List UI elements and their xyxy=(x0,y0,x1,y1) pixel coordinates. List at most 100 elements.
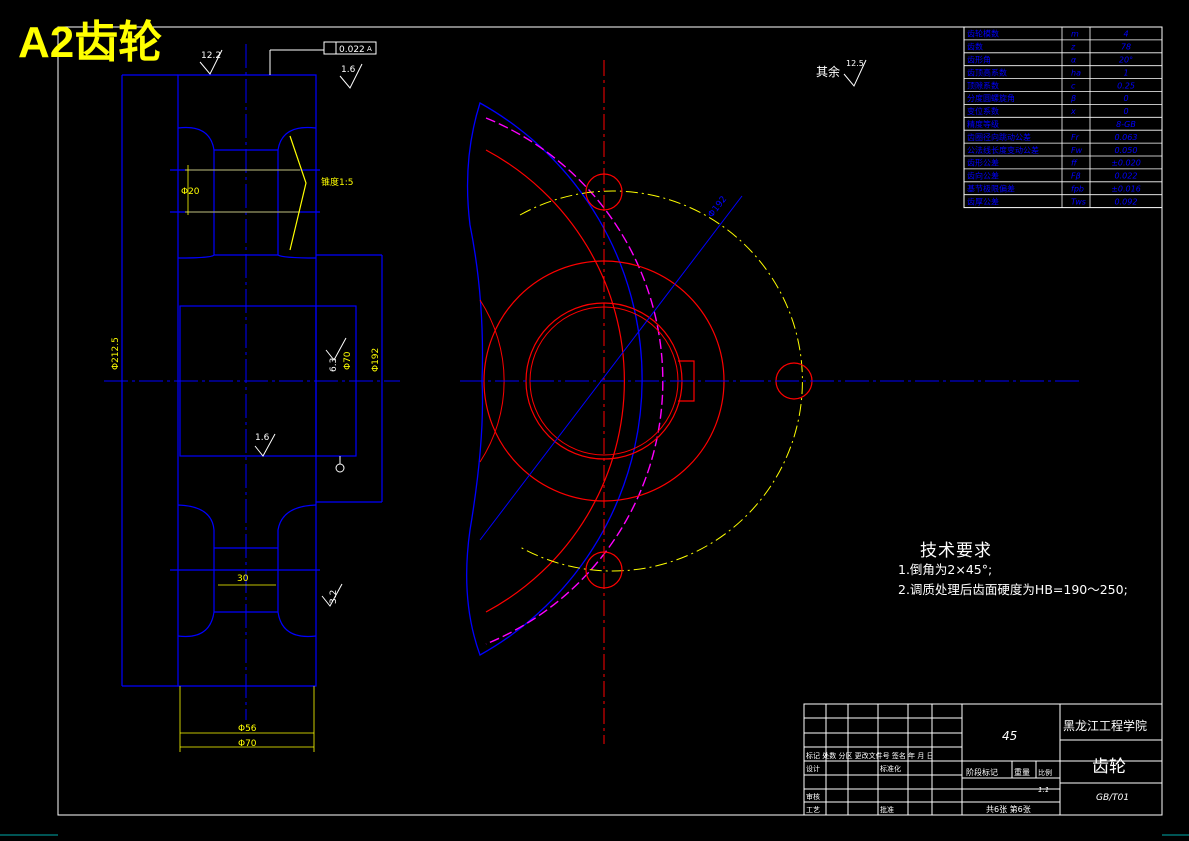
drawing-frame xyxy=(57,26,1163,816)
scale-label: 比例 xyxy=(1038,768,1052,777)
addendum-circle xyxy=(485,117,664,645)
param-name: 齿顶高系数 xyxy=(967,67,1007,77)
param-name: 齿数 xyxy=(967,42,983,52)
title-block-frame xyxy=(803,703,1163,816)
param-name: 精度等级 xyxy=(967,119,999,129)
material-label: 45 xyxy=(1002,729,1017,743)
param-name: 公法线长度变动公差 xyxy=(967,145,1039,155)
param-symbol: m xyxy=(1071,30,1079,39)
pitch-circle xyxy=(519,190,803,572)
hub-dia-label: Φ20 xyxy=(181,187,200,197)
param-symbol: β xyxy=(1070,94,1076,103)
param-name: 变位系数 xyxy=(967,106,999,116)
scale-value: 1:1 xyxy=(1038,786,1049,794)
param-name: 齿厚公差 xyxy=(967,196,999,206)
param-symbol: ha xyxy=(1071,68,1081,77)
param-symbol: fpb xyxy=(1071,184,1084,193)
tech-requirement-2: 2.调质处理后齿面硬度为HB=190～250; xyxy=(898,582,1128,597)
front-view xyxy=(460,60,1082,744)
param-value: 0.063 xyxy=(1115,133,1138,142)
standardization-label: 标准化 xyxy=(880,764,901,773)
gear-outline xyxy=(466,102,643,656)
param-value: 0.050 xyxy=(1115,146,1138,155)
param-symbol: z xyxy=(1070,43,1076,52)
param-symbol: ff xyxy=(1071,159,1078,168)
craft-label: 工艺 xyxy=(806,806,820,814)
sheet-title: A2齿轮 xyxy=(18,18,163,67)
upper-web-left xyxy=(177,126,215,259)
param-value: 78 xyxy=(1121,43,1131,52)
tolerance-value: 0.022 xyxy=(339,45,365,55)
param-name: 齿向公差 xyxy=(967,171,999,181)
web-width-label: 30 xyxy=(237,574,249,584)
param-name: 分度圆螺旋角 xyxy=(967,93,1015,103)
key-dia-label: Φ192 xyxy=(371,348,381,372)
lower-web-left xyxy=(177,504,215,638)
tech-requirement-1: 1.倒角为2×45°; xyxy=(898,562,993,577)
tech-requirements-heading: 技术要求 xyxy=(920,541,992,561)
roughness-icon xyxy=(325,337,347,361)
param-name: 齿形角 xyxy=(967,54,991,64)
taper-label: 锥度1:5 xyxy=(321,176,354,188)
review-label: 审核 xyxy=(806,792,820,801)
param-value: 0 xyxy=(1123,107,1128,116)
rest-roughness-value: 12.5 xyxy=(846,59,864,68)
section-text: 12.2 0.022 A 1.6 锥度1:5 Φ20 1.6 30 Φ56 Φ7… xyxy=(111,45,381,749)
roughness-icon xyxy=(339,63,363,89)
param-value: 0 xyxy=(1123,94,1128,103)
lower-web-right xyxy=(277,504,317,638)
tolerance-datum: A xyxy=(367,45,372,53)
param-name: 顶隙系数 xyxy=(967,80,999,90)
param-name: 齿形公差 xyxy=(967,158,999,168)
taper-line xyxy=(289,135,307,251)
title-block-text: 45 黑龙江工程学院 齿轮 GB/T01 标记 处数 分区 更改文件号 签名 年… xyxy=(806,718,1147,814)
param-value: 1 xyxy=(1123,68,1128,77)
upper-web-right xyxy=(277,126,317,259)
param-name: 齿轮模数 xyxy=(967,29,999,39)
param-value: 0.092 xyxy=(1115,197,1138,206)
root-circle xyxy=(485,149,625,613)
approve-label: 批准 xyxy=(880,805,894,814)
stage-label: 阶段标记 xyxy=(966,767,998,777)
param-value: 0.022 xyxy=(1115,172,1138,181)
param-symbol: α xyxy=(1071,55,1077,64)
design-label: 设计 xyxy=(806,764,820,773)
side-roughness-label: 3.2 xyxy=(329,590,339,604)
roughness-value: 12.2 xyxy=(201,51,221,61)
taper-marks xyxy=(179,135,315,752)
part-name: 齿轮 xyxy=(1092,757,1126,777)
drawing-number: GB/T01 xyxy=(1096,793,1129,803)
overall-dia-label: Φ212.5 xyxy=(111,337,121,370)
face-width-inner-label: Φ56 xyxy=(238,724,257,734)
param-value: ±0.016 xyxy=(1111,184,1141,193)
roughness-symbols xyxy=(199,41,867,607)
title-block xyxy=(803,703,1163,816)
tolerance-frame xyxy=(323,41,377,55)
sheet-count: 共6张 第6张 xyxy=(986,804,1031,814)
roughness-icon xyxy=(254,433,276,457)
param-name: 基节极限偏差 xyxy=(967,183,1015,193)
param-name: 齿圈径向跳动公差 xyxy=(967,132,1031,142)
rest-roughness-label: 其余 xyxy=(816,64,840,79)
roughness-icon xyxy=(199,49,223,75)
school-name: 黑龙江工程学院 xyxy=(1063,718,1147,733)
revision-headers: 标记 处数 分区 更改文件号 签名 年 月 日 xyxy=(806,751,934,760)
param-symbol: Fβ xyxy=(1071,172,1081,181)
roughness-icon xyxy=(843,59,867,87)
param-symbol: Fw xyxy=(1071,146,1083,155)
param-symbol: Tws xyxy=(1071,197,1086,206)
param-symbol: Fr xyxy=(1071,133,1080,142)
param-value: 0.25 xyxy=(1117,81,1135,90)
keyway-dim-label: 6.3 xyxy=(329,358,339,372)
param-symbol: c xyxy=(1071,81,1076,90)
weight-label: 重量 xyxy=(1014,767,1030,777)
pitch-dia-leader xyxy=(479,195,743,541)
param-value: 20° xyxy=(1119,55,1133,64)
roughness-value: 1.6 xyxy=(341,65,356,75)
roughness-value: 1.6 xyxy=(255,433,270,443)
param-value: ±0.020 xyxy=(1111,159,1141,168)
param-value: 8-GB xyxy=(1116,120,1136,129)
